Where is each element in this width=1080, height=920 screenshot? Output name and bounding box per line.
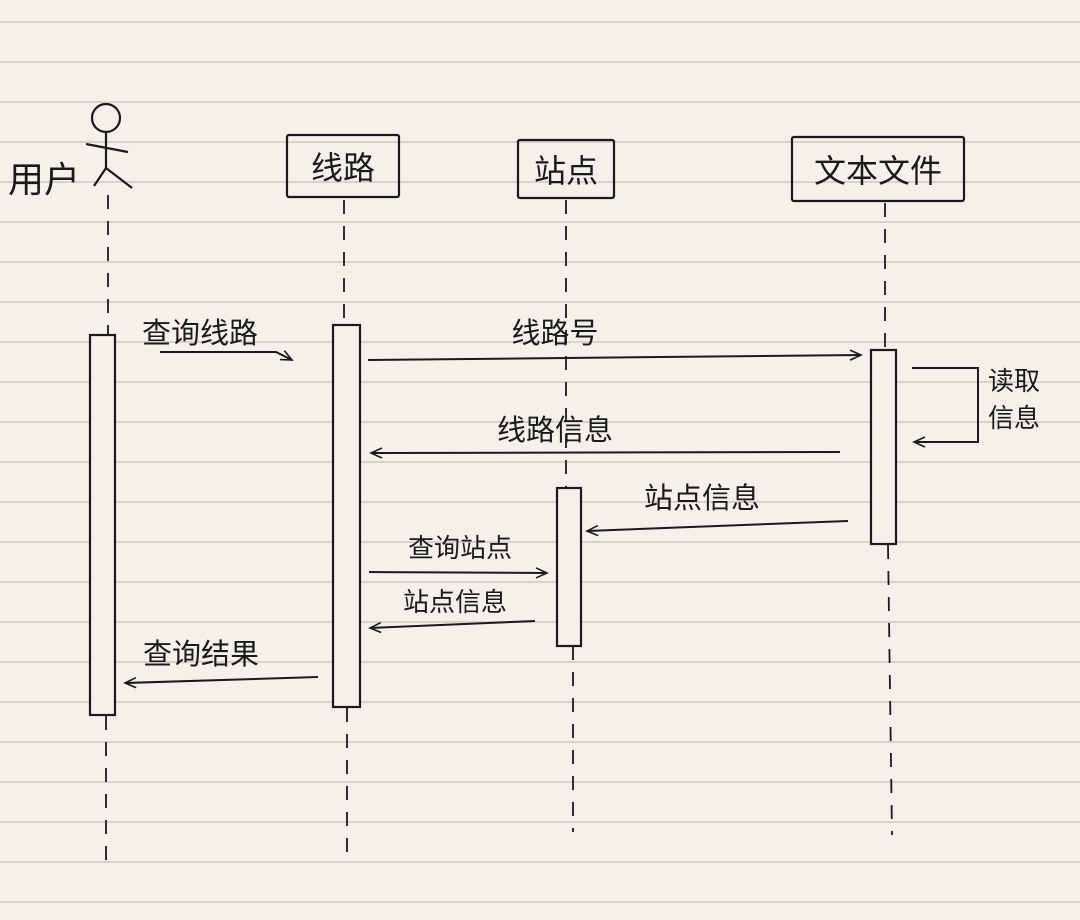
paper-rule-lines xyxy=(0,21,1080,903)
message-station-info-from-file-label: 站点信息 xyxy=(644,481,760,515)
activation-route xyxy=(331,323,362,709)
participant-route-label: 线路 xyxy=(311,149,375,187)
message-query-result-label: 查询结果 xyxy=(143,637,259,671)
participant-station-label: 站点 xyxy=(534,152,598,190)
message-read-info-self: 读取 信息 xyxy=(912,367,1040,448)
user-actor: 用户 xyxy=(8,102,133,201)
stick-figure-icon xyxy=(85,102,133,189)
activation-bars xyxy=(88,323,898,717)
activation-user xyxy=(88,333,117,717)
message-station-info-from-file: 站点信息 xyxy=(585,481,849,537)
message-station-info-reply: 站点信息 xyxy=(368,588,536,634)
activation-textfile xyxy=(869,348,898,546)
message-read-info-label-line1: 读取 xyxy=(988,367,1040,397)
message-route-info-label: 线路信息 xyxy=(497,413,613,447)
message-route-info: 线路信息 xyxy=(369,413,841,459)
actor-label: 用户 xyxy=(8,160,80,201)
message-query-route-label: 查询线路 xyxy=(142,316,258,350)
message-read-info-label-line2: 信息 xyxy=(988,404,1040,434)
participant-textfile: 文本文件 xyxy=(790,135,966,203)
participant-textfile-label: 文本文件 xyxy=(814,152,942,190)
message-station-info-reply-label: 站点信息 xyxy=(403,588,507,618)
message-query-route: 查询线路 xyxy=(142,316,294,361)
message-route-number-label: 线路号 xyxy=(511,316,598,350)
message-query-result: 查询结果 xyxy=(123,637,319,689)
lifeline-textfile-bottom xyxy=(887,544,893,836)
activation-station xyxy=(555,486,583,648)
message-query-station-label: 查询站点 xyxy=(408,534,512,564)
participant-route: 线路 xyxy=(285,133,401,199)
message-query-station: 查询站点 xyxy=(368,534,549,579)
lifelines xyxy=(105,195,893,870)
participant-station: 站点 xyxy=(516,138,616,200)
message-route-number: 线路号 xyxy=(367,316,863,361)
